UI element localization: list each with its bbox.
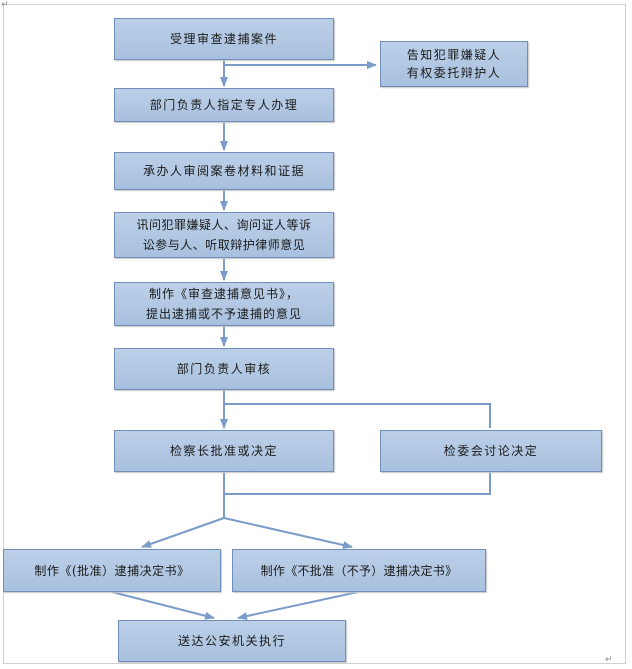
arrow-approve-to-deliver xyxy=(111,591,215,620)
step-approve-doc: 制作《(批准）逮捕决定书》 xyxy=(3,549,221,592)
step-deliver-police: 送达公安机关执行 xyxy=(118,620,346,662)
step-dept-assign: 部门负责人指定专人办理 xyxy=(114,88,334,122)
paragraph-mark-bottom: ↵ xyxy=(605,655,613,665)
step-draft-opinion: 制作《审查逮捕意见书》， 提出逮捕或不予逮捕的意见 xyxy=(114,282,334,326)
step-dept-review: 部门负责人审核 xyxy=(114,348,334,390)
step-chief-decision: 检察长批准或决定 xyxy=(114,430,334,472)
line-committee-merge xyxy=(224,472,491,495)
step-interrogate: 讯问犯罪嫌疑人、询问证人等诉 讼参与人、听取辩护律师意见 xyxy=(114,212,334,258)
step-accept-case: 受理审查逮捕案件 xyxy=(114,18,334,60)
arrow-deny-to-deliver xyxy=(237,591,359,621)
arrow-to-approve-doc xyxy=(141,517,225,548)
step-review-materials: 承办人审阅案卷材料和证据 xyxy=(114,152,334,190)
step-committee-decision: 检委会讨论决定 xyxy=(380,430,602,472)
step-notify-suspect: 告知犯罪嫌疑人 有权委托辩护人 xyxy=(380,41,528,87)
paragraph-mark-top: ↵ xyxy=(1,0,9,10)
arrow-to-deny-doc xyxy=(223,517,353,549)
step-deny-doc: 制作《不批准（不予）逮捕决定书》 xyxy=(232,549,486,592)
diagram-frame xyxy=(3,4,626,664)
line-to-committee xyxy=(224,403,491,428)
